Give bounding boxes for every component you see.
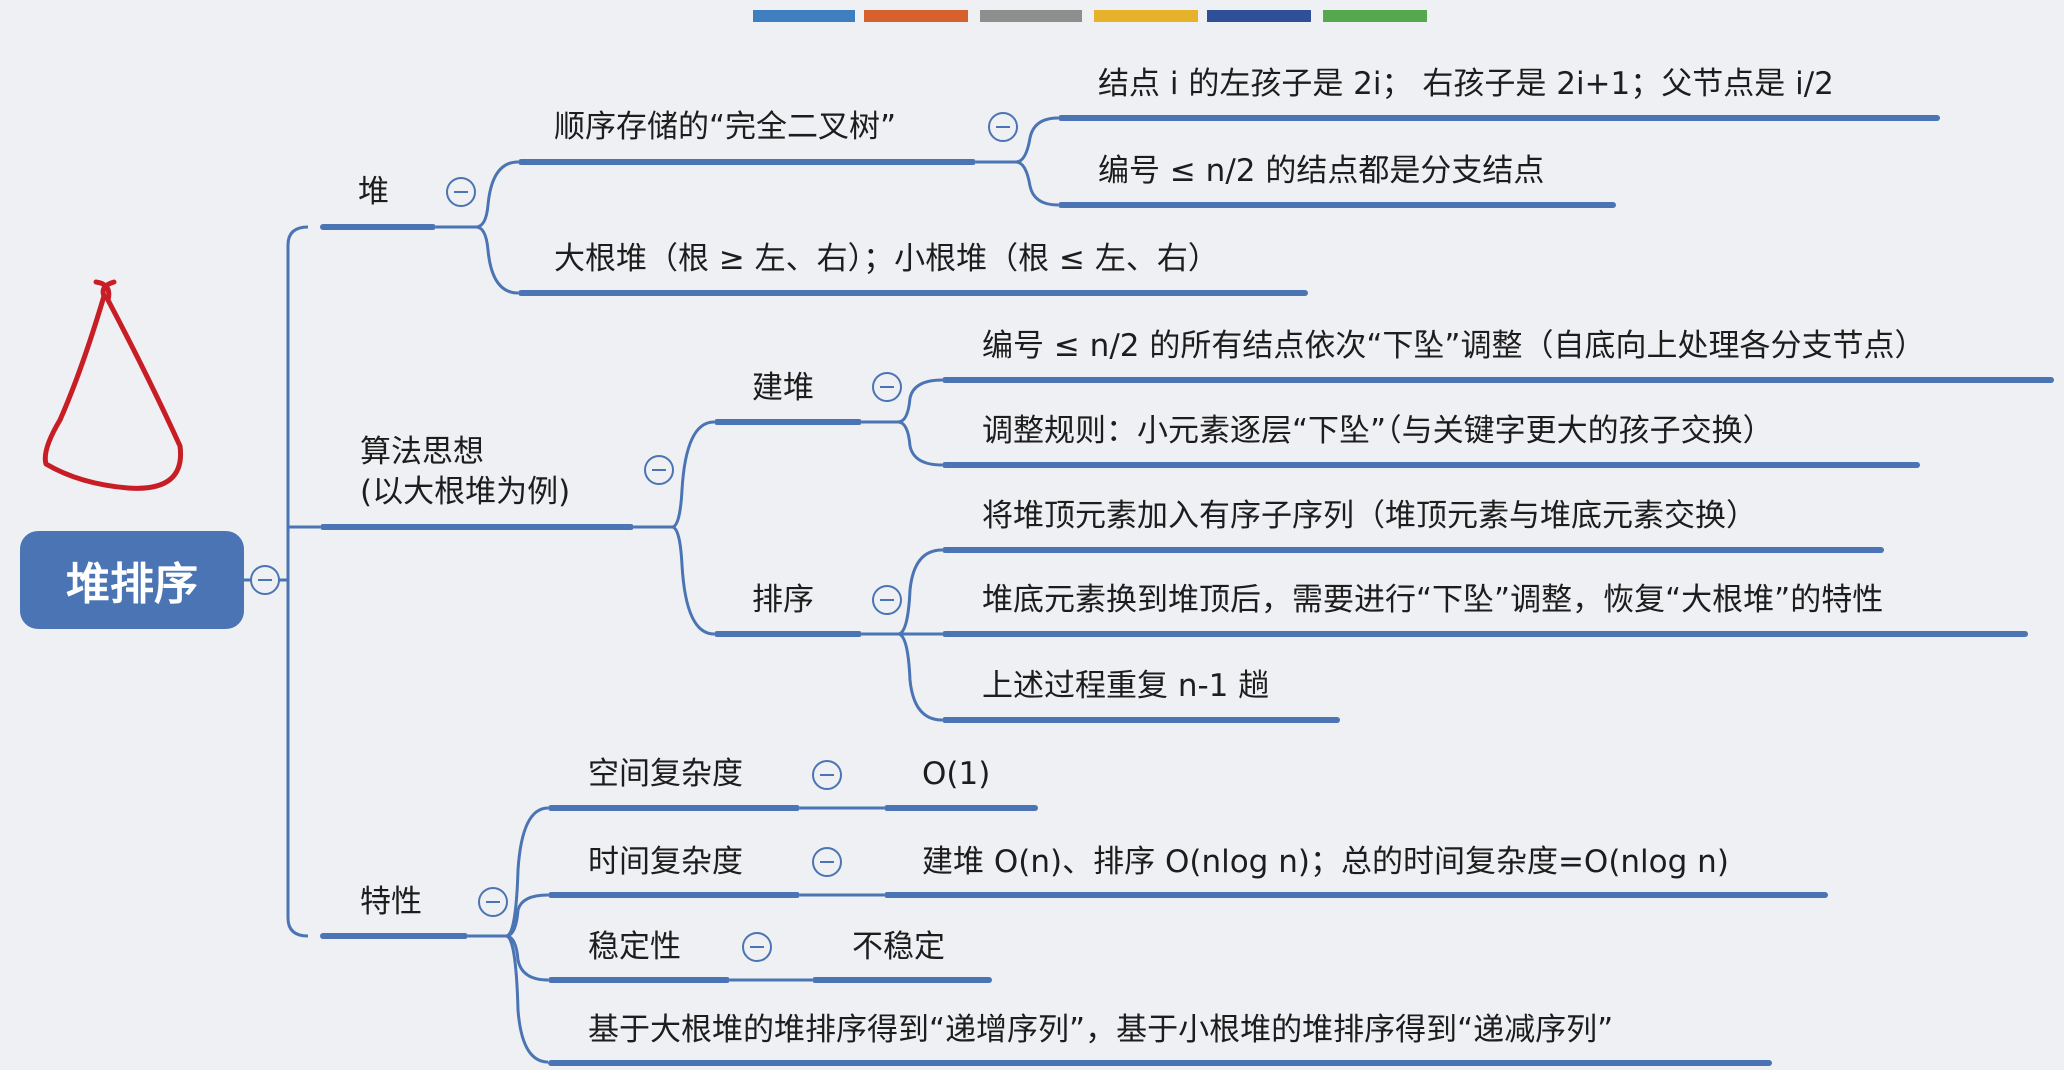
collapse-toggle-sequential-storage[interactable] (988, 112, 1018, 142)
leaf-sequence-order[interactable]: 基于大根堆的堆排序得到“递增序列”，基于小根堆的堆排序得到“递减序列” (588, 1012, 1614, 1048)
collapse-toggle-heap[interactable] (446, 177, 476, 207)
node-time-complexity[interactable]: 时间复杂度 (588, 844, 743, 880)
color-swatch-green (1323, 10, 1427, 22)
node-underline (942, 377, 2054, 383)
node-sort[interactable]: 排序 (752, 582, 814, 618)
node-underline (942, 631, 2028, 637)
leaf-restore-heap[interactable]: 堆底元素换到堆顶后，需要进行“下坠”调整，恢复“大根堆”的特性 (982, 582, 1884, 618)
hand-drawn-triangle (42, 279, 184, 491)
node-underline (942, 717, 1340, 723)
algorithm-label-line2: (以大根堆为例) (360, 474, 571, 510)
collapse-toggle-root[interactable] (250, 565, 280, 595)
root-node-heap-sort[interactable]: 堆排序 (20, 531, 244, 629)
leaf-branch-nodes[interactable]: 编号 ≤ n/2 的结点都是分支结点 (1098, 153, 1545, 189)
node-space-complexity[interactable]: 空间复杂度 (588, 756, 743, 792)
node-underline (548, 892, 800, 898)
node-algorithm-idea[interactable]: 算法思想 (以大根堆为例) (360, 432, 570, 512)
node-underline (1058, 115, 1940, 121)
node-underline (548, 977, 730, 983)
color-swatch-navy (1207, 10, 1311, 22)
color-swatch-yellow (1094, 10, 1198, 22)
node-heap[interactable]: 堆 (358, 174, 389, 210)
collapse-toggle-build-heap[interactable] (872, 372, 902, 402)
node-underline (714, 631, 862, 637)
node-stability[interactable]: 稳定性 (588, 929, 681, 965)
node-underline (320, 224, 436, 230)
node-underline (714, 419, 862, 425)
node-underline (884, 892, 1828, 898)
leaf-stability-value[interactable]: 不稳定 (852, 929, 945, 965)
collapse-toggle-sort[interactable] (872, 585, 902, 615)
node-properties[interactable]: 特性 (360, 884, 422, 920)
node-big-small-heap[interactable]: 大根堆（根 ≥ 左、右）；小根堆（根 ≤ 左、右） (554, 241, 1219, 277)
node-underline (548, 1060, 1772, 1066)
leaf-adjust-rule[interactable]: 调整规则：小元素逐层“下坠”（与关键字更大的孩子交换） (982, 413, 1774, 449)
node-sequential-storage[interactable]: 顺序存储的“完全二叉树” (554, 109, 897, 145)
node-underline (548, 805, 800, 811)
color-swatch-gray (980, 10, 1082, 22)
leaf-repeat[interactable]: 上述过程重复 n-1 趟 (982, 668, 1270, 704)
collapse-toggle-stability[interactable] (742, 932, 772, 962)
node-underline (942, 547, 1884, 553)
algorithm-label-line1: 算法思想 (360, 434, 484, 470)
collapse-toggle-algorithm[interactable] (644, 455, 674, 485)
node-underline (884, 805, 1038, 811)
leaf-swap-top[interactable]: 将堆顶元素加入有序子序列（堆顶元素与堆底元素交换） (982, 498, 1757, 534)
node-underline (942, 462, 1920, 468)
leaf-build-sink[interactable]: 编号 ≤ n/2 的所有结点依次“下坠”调整（自底向上处理各分支节点） (982, 328, 1926, 364)
node-build-heap[interactable]: 建堆 (752, 370, 814, 406)
collapse-toggle-space[interactable] (812, 760, 842, 790)
color-swatch-orange (864, 10, 968, 22)
color-swatch-blue (753, 10, 855, 22)
node-underline (518, 159, 976, 165)
collapse-toggle-properties[interactable] (478, 887, 508, 917)
node-underline (320, 524, 634, 530)
leaf-children-index[interactable]: 结点 i 的左孩子是 2i； 右孩子是 2i+1；父节点是 i/2 (1098, 66, 1834, 102)
node-underline (812, 977, 992, 983)
collapse-toggle-time[interactable] (812, 847, 842, 877)
node-underline (320, 933, 468, 939)
leaf-time-value[interactable]: 建堆 O(n)、排序 O(nlog n)；总的时间复杂度=O(nlog n) (922, 844, 1729, 880)
node-underline (518, 290, 1308, 296)
leaf-space-value[interactable]: O(1) (922, 756, 991, 792)
node-underline (1058, 202, 1616, 208)
